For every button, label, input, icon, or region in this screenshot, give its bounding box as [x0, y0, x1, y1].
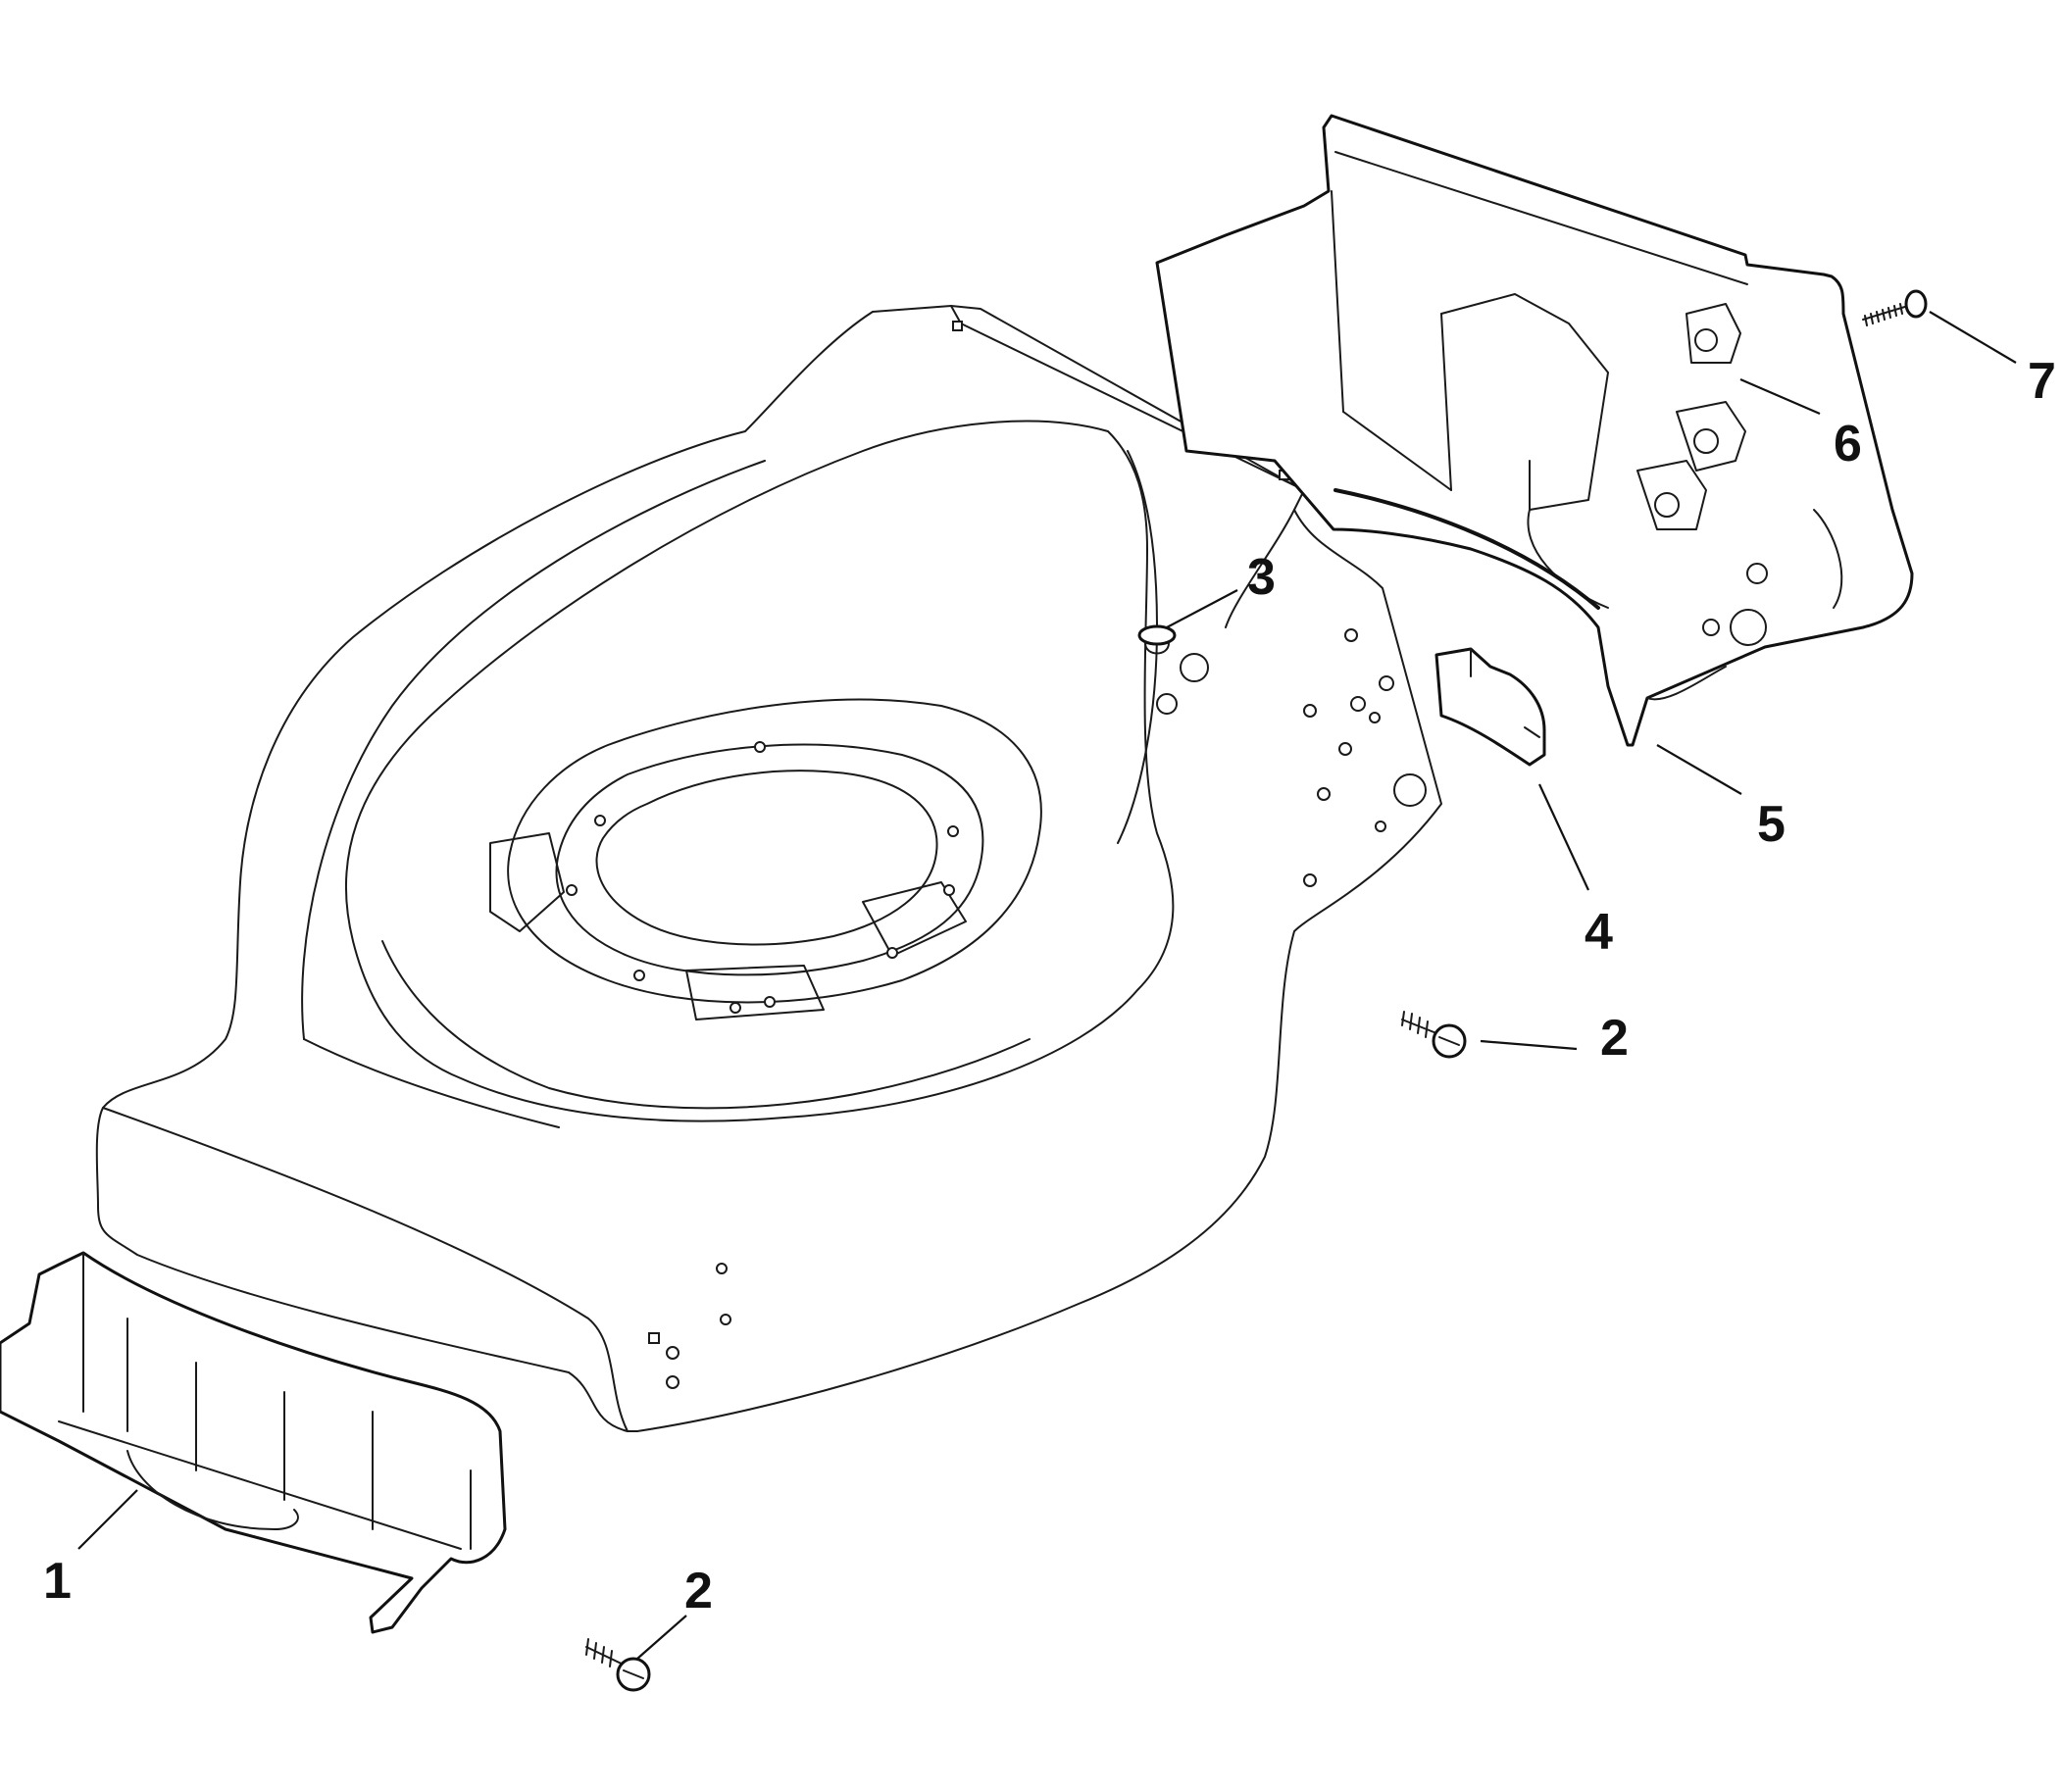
plug-part-3	[1137, 624, 1177, 655]
callout-1: 1	[43, 1553, 72, 1610]
leader-6	[1739, 377, 1821, 416]
callout-4: 4	[1585, 904, 1613, 961]
mower-deck	[95, 305, 1442, 1432]
front-flap-part-1	[0, 1251, 507, 1634]
callout-labels: 1 2 2 3 4 5 6 7	[43, 353, 2056, 1619]
leader-7	[1929, 311, 2017, 364]
callout-6: 6	[1834, 416, 1862, 473]
screw-part-2-lower	[585, 1638, 651, 1692]
screw-part-7	[1862, 289, 1928, 326]
clip-part-4	[1434, 647, 1546, 767]
leader-lines	[77, 311, 2017, 1660]
leader-4	[1538, 783, 1589, 891]
callout-7: 7	[2028, 353, 2056, 410]
screw-part-2-upper	[1401, 1011, 1467, 1059]
callout-2-lower: 2	[684, 1563, 713, 1619]
leader-1	[77, 1489, 138, 1550]
callout-2-upper: 2	[1600, 1010, 1629, 1067]
leader-2-lower	[636, 1615, 687, 1660]
leader-2-upper	[1480, 1039, 1578, 1051]
leader-3	[1166, 589, 1238, 628]
callout-5: 5	[1757, 796, 1786, 853]
rear-guard-part-5	[1155, 114, 1914, 747]
callout-3: 3	[1247, 549, 1276, 606]
leader-5	[1656, 744, 1742, 795]
